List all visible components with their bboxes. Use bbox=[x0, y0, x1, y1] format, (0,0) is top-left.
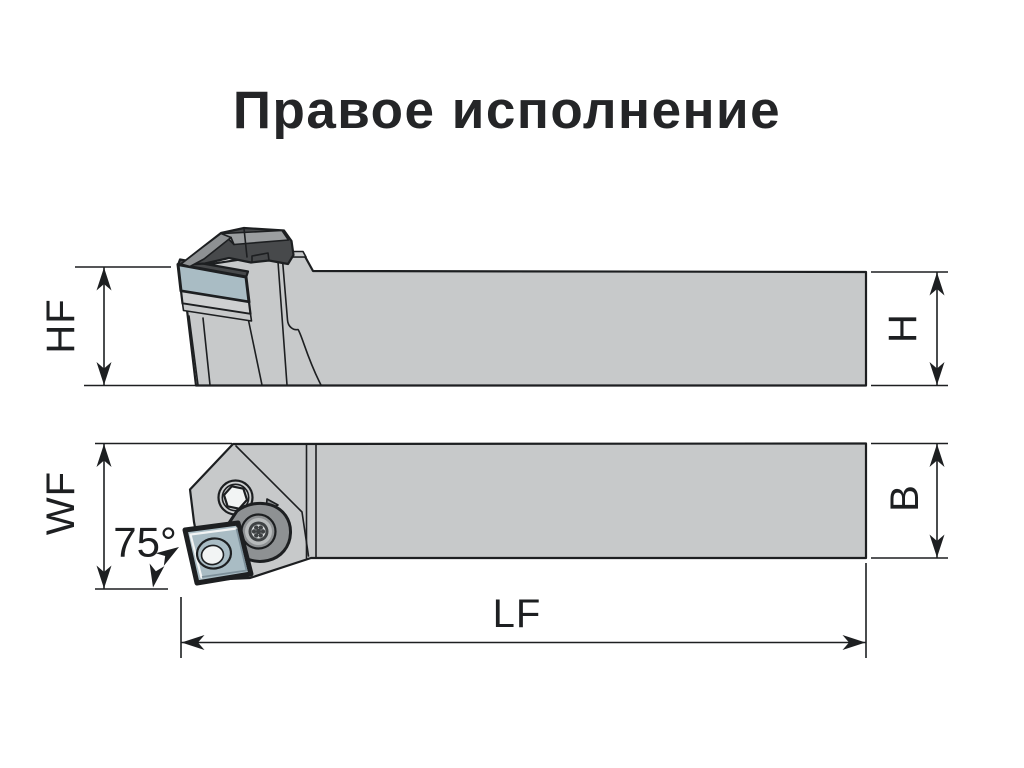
torx-lobes bbox=[251, 525, 266, 538]
pocket-edge-1 bbox=[188, 315, 199, 386]
head-blend-line-right bbox=[281, 253, 322, 386]
clamp-top-facet bbox=[222, 229, 290, 246]
dim-label-wf: WF bbox=[39, 471, 83, 535]
insert-hole-outer bbox=[195, 537, 233, 570]
hex-socket-hole bbox=[222, 485, 249, 510]
cutting-insert bbox=[182, 520, 254, 586]
torx-screw bbox=[240, 513, 277, 550]
dimension-angle: 75° bbox=[113, 519, 184, 589]
dimension-h: H bbox=[871, 271, 948, 387]
insert-seat-lower bbox=[181, 302, 253, 322]
dimension-hf: HF bbox=[39, 266, 198, 387]
insert-chamfer-line bbox=[201, 528, 248, 578]
dim-label-lf: LF bbox=[493, 592, 542, 636]
pocket-edge-2 bbox=[202, 317, 211, 386]
dimension-lf: LF bbox=[180, 563, 867, 658]
page-title: Правое исполнение bbox=[233, 81, 781, 140]
dimension-wf: WF bbox=[39, 442, 232, 590]
angle-arrow-base bbox=[145, 563, 165, 589]
dimension-b: B bbox=[871, 442, 948, 559]
dim-label-b: B bbox=[883, 484, 927, 512]
clamp-side bbox=[178, 226, 295, 268]
clamp-facet-line-1 bbox=[230, 236, 235, 246]
plan-view: WF B LF 75° bbox=[39, 442, 948, 658]
clamp-plan bbox=[219, 498, 293, 563]
pocket-edge-3 bbox=[247, 317, 263, 386]
clamp-notch bbox=[251, 252, 270, 263]
insert-side bbox=[176, 258, 253, 322]
head-blend-line-left bbox=[276, 254, 288, 386]
dim-label-hf: HF bbox=[39, 298, 83, 353]
side-view: HF H bbox=[39, 226, 948, 387]
insert-hole-inner bbox=[200, 544, 225, 566]
tool-shank-plan bbox=[188, 442, 868, 582]
dim-label-h: H bbox=[881, 313, 925, 343]
clamp-facet-line-2 bbox=[243, 227, 248, 258]
insert-edge-highlight bbox=[189, 527, 238, 579]
